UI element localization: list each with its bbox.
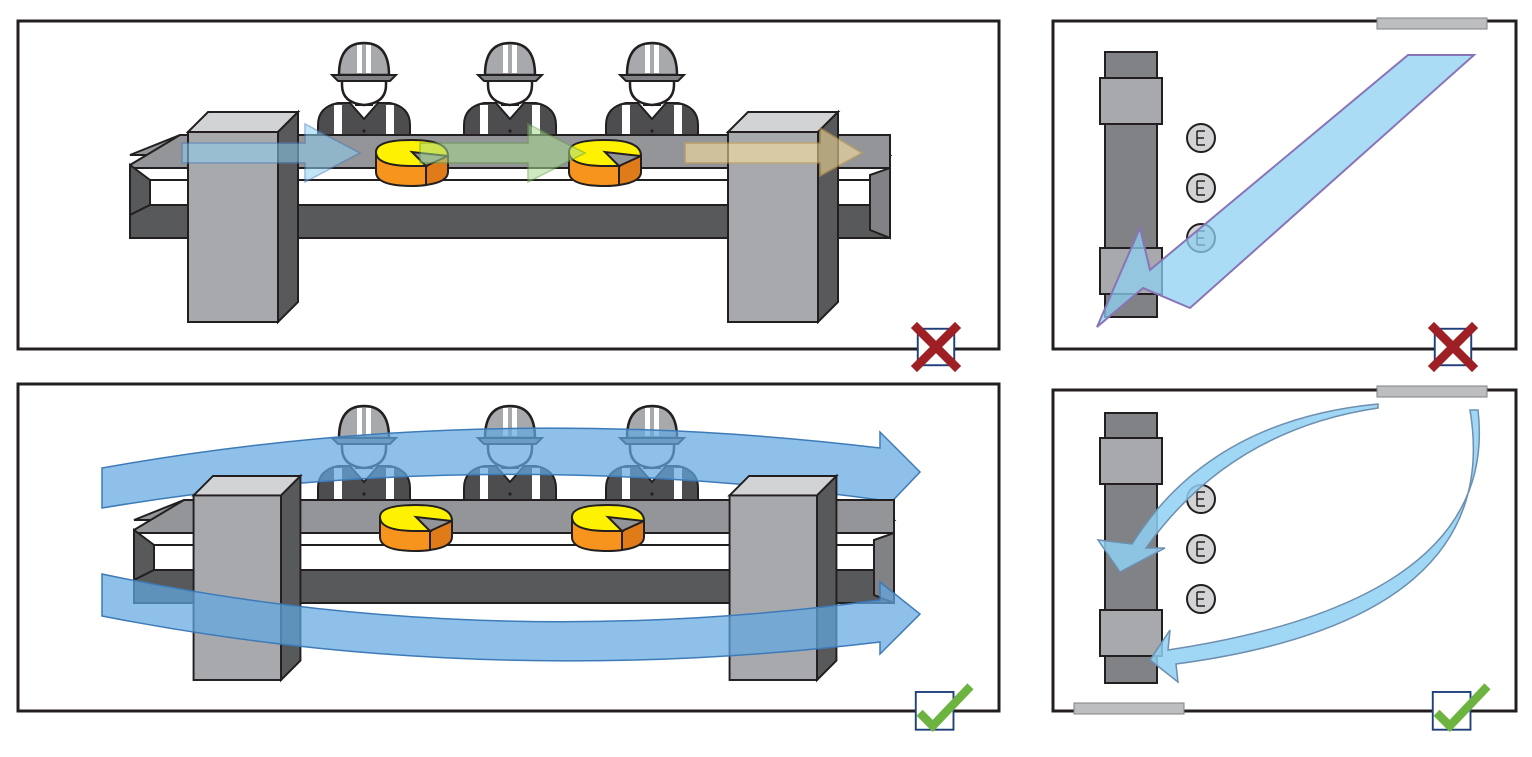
worker-top-view-icon — [1186, 173, 1216, 203]
cheese-wheel-icon — [568, 139, 642, 187]
cross-mark-icon — [914, 325, 958, 369]
floor-vent-icon — [1073, 702, 1185, 715]
panel-room-wrong — [1051, 17, 1518, 369]
panel-production-line-right — [16, 382, 1001, 730]
ceiling-vent-icon — [1376, 385, 1488, 398]
airflow-arrow-icon — [1096, 54, 1477, 328]
worker-top-view-icon — [1186, 584, 1216, 614]
airflow-arrow-icon — [1148, 409, 1481, 684]
cheese-wheel-icon — [379, 504, 453, 552]
panel-production-line-wrong — [16, 19, 1001, 369]
cheese-wheel-icon — [571, 504, 645, 552]
airflow-arrow-icon — [101, 573, 922, 662]
panel-room-right — [1051, 385, 1518, 730]
airflow-arrow-icon — [1096, 403, 1379, 573]
worker-top-view-icon — [1186, 123, 1216, 153]
airflow-arrow-icon — [181, 122, 864, 184]
ceiling-vent-icon — [1376, 17, 1488, 30]
cross-mark-icon — [1431, 325, 1475, 369]
machine-post-left — [192, 475, 302, 681]
worker-top-view-icon — [1186, 534, 1216, 564]
airflow-arrow-icon — [101, 427, 922, 516]
